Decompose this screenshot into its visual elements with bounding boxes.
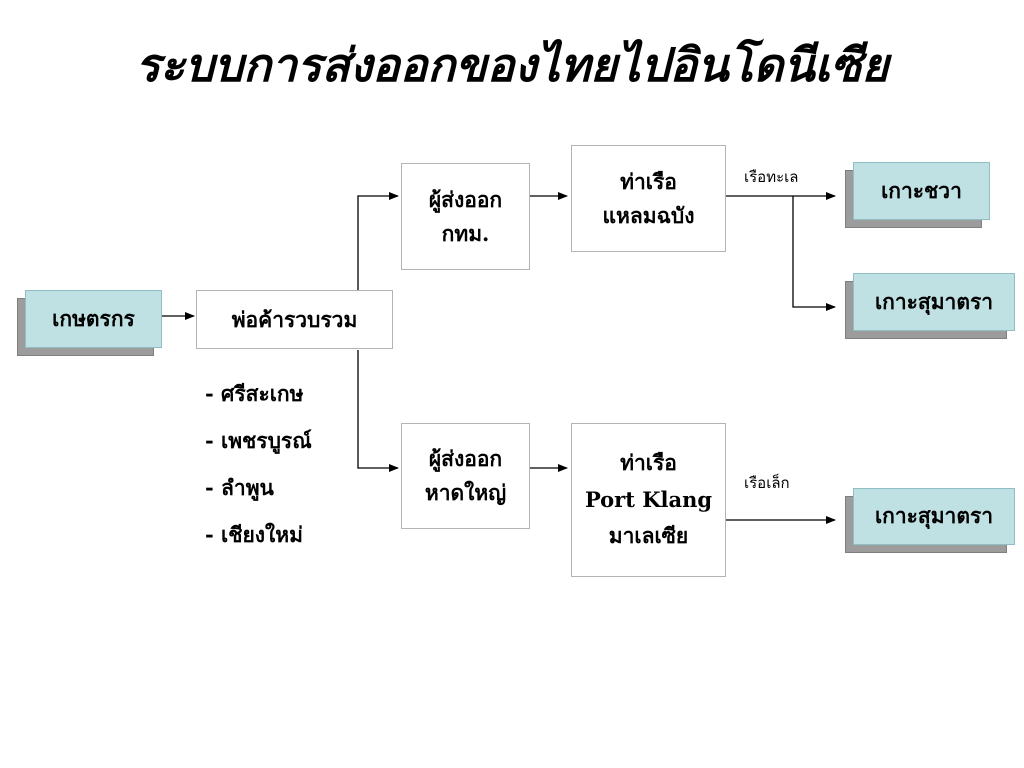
province-item: - เชียงใหม่ <box>205 522 303 547</box>
node-dest-java: เกาะชวา <box>845 162 990 228</box>
node-port-klang-line-2: Port Klang <box>584 486 713 512</box>
node-dest-sumatra-2: เกาะสุมาตรา <box>845 488 1015 553</box>
node-collector: พ่อค้ารวบรวม <box>196 290 393 349</box>
node-exporter-hatyai-line-2: หาดใหญ่ <box>424 480 507 505</box>
node-exporter-hatyai: ผู้ส่งออก หาดใหญ่ <box>401 423 530 529</box>
node-port-klang-line-1: ท่าเรือ <box>620 449 677 475</box>
node-collector-label: พ่อค้ารวบรวม <box>231 306 358 332</box>
node-dest-sumatra-1: เกาะสุมาตรา <box>845 273 1015 339</box>
province-item: - ลำพูน <box>205 475 274 500</box>
node-farmer: เกษตรกร <box>17 290 162 356</box>
arrow-collector-to-exporter-hatyai <box>357 350 399 472</box>
node-exporter-bkk-line-1: ผู้ส่งออก <box>428 186 503 212</box>
province-item: - ศรีสะเกษ <box>205 381 304 406</box>
node-port-laemchabang: ท่าเรือ แหลมฉบัง <box>571 145 726 252</box>
arrow-port-to-sumatra-1 <box>792 196 836 311</box>
node-port-laemchabang-line-1: ท่าเรือ <box>620 168 677 194</box>
node-port-klang: ท่าเรือ Port Klang มาเลเซีย <box>571 423 726 577</box>
edge-label-small-ship: เรือเล็ก <box>744 474 790 492</box>
node-exporter-hatyai-line-1: ผู้ส่งออก <box>428 446 503 472</box>
node-exporter-bkk-line-2: กทม. <box>441 220 490 246</box>
province-list: - ศรีสะเกษ - เพชรบูรณ์ - ลำพูน - เชียงให… <box>205 370 312 558</box>
arrow-collector-to-exporter-bkk <box>357 192 399 290</box>
node-exporter-bkk: ผู้ส่งออก กทม. <box>401 163 530 270</box>
province-item: - เพชรบูรณ์ <box>205 428 312 453</box>
edge-label-sea-ship: เรือทะเล <box>744 168 799 186</box>
node-port-klang-line-3: มาเลเซีย <box>608 523 689 549</box>
page-title: ระบบการส่งออกของไทยไปอินโดนีเซีย <box>135 38 889 92</box>
node-port-laemchabang-line-2: แหลมฉบัง <box>602 202 695 228</box>
